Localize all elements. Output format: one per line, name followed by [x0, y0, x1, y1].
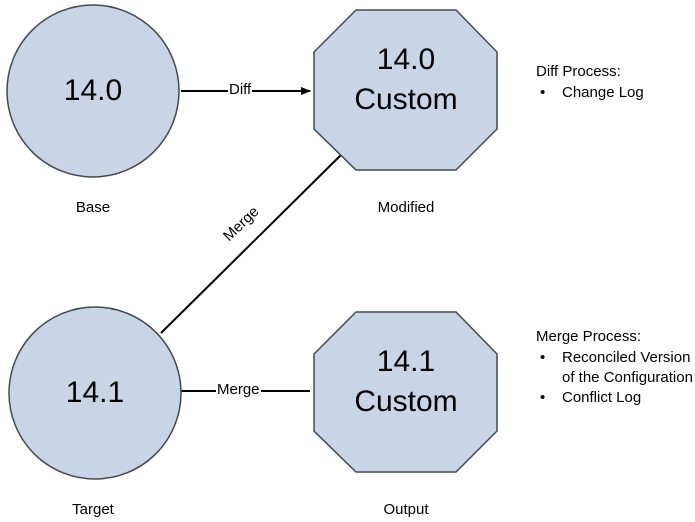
list-item-label: Conflict Log [562, 389, 642, 406]
node-modified-shape[interactable] [313, 9, 498, 171]
node-output-shape[interactable] [313, 311, 498, 473]
node-base-text: 14.0 [63, 74, 123, 107]
node-target-shape[interactable] [8, 306, 182, 480]
node-output-caption: Output [383, 501, 429, 518]
merge-process-note: Merge Process: • Reconciled Version of t… [536, 327, 695, 408]
node-base-shape[interactable] [6, 4, 180, 178]
bullet-icon: • [540, 84, 546, 101]
edge-label-merge: Merge [216, 381, 261, 398]
node-modified-text-line1: 14.0 [376, 43, 436, 76]
bullet-icon: • [540, 349, 546, 366]
node-modified-text-line2: Custom [354, 83, 458, 116]
diff-process-note: Diff Process: • Change Log [536, 62, 695, 103]
edge-target-to-modified-line [160, 150, 346, 334]
node-modified-text: 14.0 Custom [313, 40, 499, 120]
node-base-caption: Base [75, 199, 111, 216]
node-output-text: 14.1 Custom [313, 342, 499, 422]
node-modified-caption: Modified [377, 199, 435, 216]
diff-process-heading: Diff Process: [536, 63, 621, 80]
diff-process-list: • Change Log [536, 83, 695, 103]
node-target-caption: Target [72, 501, 114, 518]
list-item: • Reconciled Version of the Configuratio… [536, 348, 695, 388]
merge-process-heading: Merge Process: [536, 328, 642, 345]
list-item-label: Change Log [562, 84, 644, 101]
node-output-text-line2: Custom [354, 385, 458, 418]
list-item-label: Reconciled Version of the Configuration [562, 349, 693, 386]
bullet-icon: • [540, 389, 546, 406]
node-target-text: 14.1 [65, 376, 125, 409]
list-item: • Change Log [536, 83, 695, 103]
edge-label-diff: Diff [228, 81, 253, 98]
merge-process-list: • Reconciled Version of the Configuratio… [536, 348, 695, 408]
list-item: • Conflict Log [536, 388, 695, 408]
node-output-text-line1: 14.1 [376, 345, 436, 378]
